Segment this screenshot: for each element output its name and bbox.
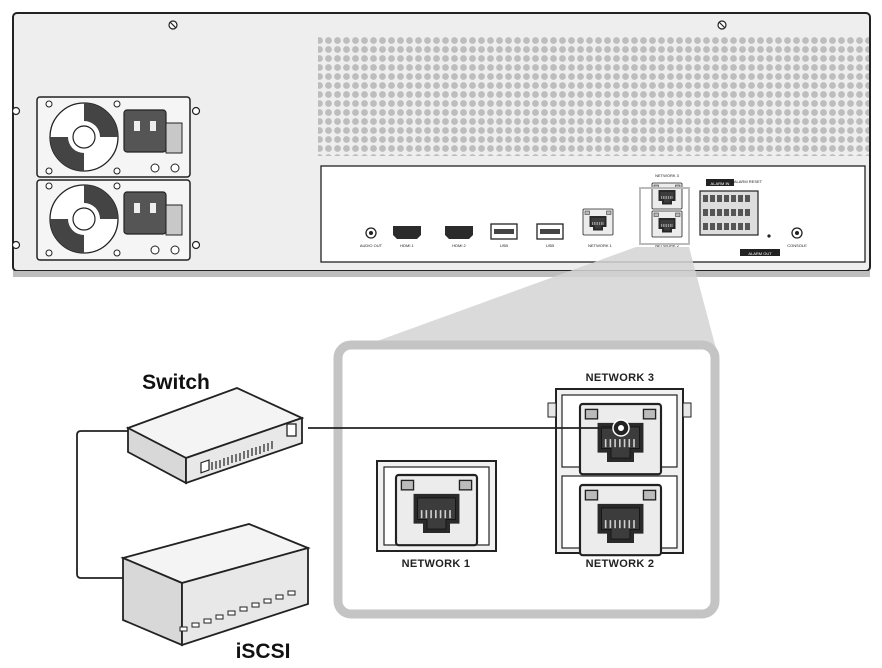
iscsi-label: iSCSI (236, 640, 291, 663)
alarm-block-highlight (706, 179, 734, 186)
hdmi2-label: HDMI 2 (452, 243, 466, 248)
network2-port-large (578, 483, 663, 557)
network3-connection-point (612, 419, 630, 437)
audio-out-label: AUDIO OUT (360, 243, 383, 248)
iscsi-device (120, 523, 311, 647)
switch-label: Switch (142, 371, 210, 394)
alarm-in-label: ALARM IN (711, 181, 730, 186)
usb2-label: USB (546, 243, 555, 248)
hdmi2-port (445, 226, 473, 239)
network1-port-small (582, 208, 614, 236)
network3-port-small (651, 182, 683, 210)
network2-label-small: NETWORK 2 (655, 243, 680, 248)
hdmi1-port (393, 226, 421, 239)
power-supply-1 (36, 96, 191, 178)
network3-label: NETWORK 3 (586, 372, 655, 384)
iscsi-drive-bays (179, 590, 296, 632)
network1-port-large (376, 460, 497, 552)
switch-port-row (211, 441, 273, 470)
usb1-label: USB (500, 243, 509, 248)
chassis-screws (11, 20, 727, 250)
alarm-reset-label: ALARM RESET (734, 179, 763, 184)
power-supply-2 (36, 179, 191, 261)
switch-to-iscsi-cable (76, 430, 128, 579)
alarm-terminal-block (699, 190, 759, 236)
io-panel: AUDIO OUT HDMI 1 HDMI 2 USB USB NETWORK … (320, 165, 866, 263)
network1-label: NETWORK 1 (402, 558, 471, 570)
network1-label-small: NETWORK 1 (588, 243, 613, 248)
network3-port-large (578, 402, 663, 476)
console-label: CONSOLE (787, 243, 807, 248)
rear-panel: AUDIO OUT HDMI 1 HDMI 2 USB USB NETWORK … (11, 12, 871, 277)
zoom-beam (336, 247, 718, 356)
alarm-out-label: ALARM OUT (748, 251, 772, 256)
network2-label: NETWORK 2 (586, 558, 655, 570)
hdmi1-label: HDMI 1 (400, 243, 414, 248)
cables (76, 427, 615, 579)
network2-port-small (651, 210, 683, 238)
vent-grille (318, 36, 869, 156)
network3-label-small: NETWORK 3 (655, 173, 680, 178)
zoom-callout: NETWORK 1 NETWORK 3 NETWORK 2 (333, 187, 720, 619)
switch-device (125, 387, 305, 485)
